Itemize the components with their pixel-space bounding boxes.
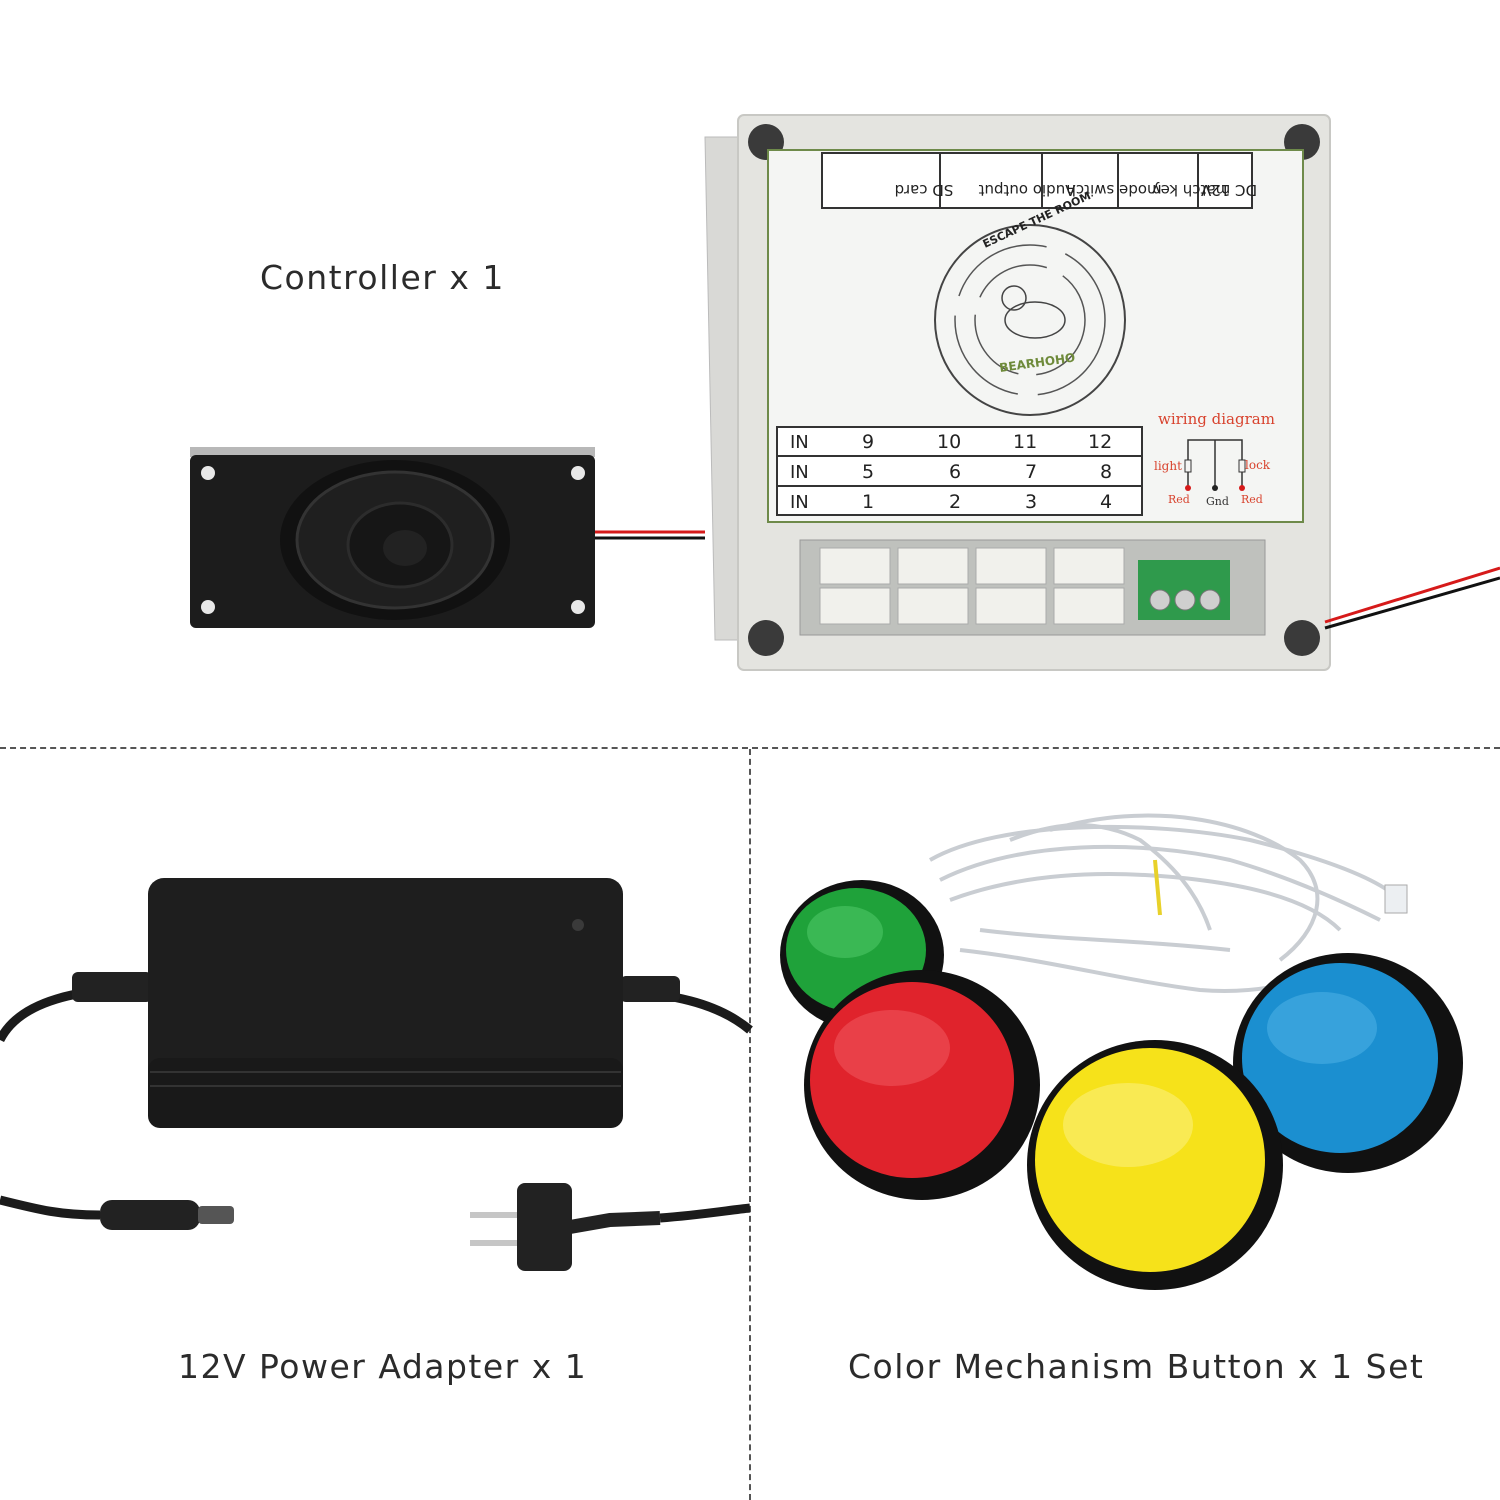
power-adapter-image	[0, 878, 753, 1271]
wiring-red-left: Red	[1168, 493, 1190, 506]
speaker-image	[190, 447, 705, 628]
adapter-caption: 12V Power Adapter x 1	[178, 1347, 588, 1386]
wiring-lock-label: lock	[1245, 458, 1271, 472]
buttons-caption: Color Mechanism Button x 1 Set	[848, 1347, 1425, 1386]
terminal-block	[1138, 560, 1230, 620]
io-cell: 10	[937, 431, 961, 453]
wiring-title: wiring diagram	[1158, 410, 1275, 428]
io-cell: 6	[949, 461, 961, 483]
vertical-divider	[749, 749, 751, 1500]
io-cell: 1	[862, 491, 874, 513]
wiring-gnd: Gnd	[1206, 495, 1229, 508]
io-table: IN 9 10 11 12 IN 5 6 7 8 IN 1 2 3 4	[776, 426, 1143, 516]
connector-row	[819, 547, 1125, 625]
header-mode-switch: mode switch	[1066, 181, 1161, 199]
controller-box: SD card Audio output mode switch match k…	[704, 114, 1500, 671]
arcade-buttons-image	[780, 813, 1463, 1290]
io-cell: 7	[1025, 461, 1037, 483]
header-audio-output: Audio output	[978, 181, 1075, 199]
io-row-label: IN	[790, 432, 809, 453]
io-row-label: IN	[790, 492, 809, 513]
wiring-light-label: light	[1154, 459, 1182, 473]
io-cell: 4	[1100, 491, 1112, 513]
header-sd-card: SD card	[895, 181, 954, 199]
io-cell: 9	[862, 431, 874, 453]
io-cell: 5	[862, 461, 874, 483]
controller-caption: Controller x 1	[260, 258, 505, 297]
horizontal-divider	[0, 747, 1500, 749]
io-cell: 3	[1025, 491, 1037, 513]
io-cell: 8	[1100, 461, 1112, 483]
wiring-red-right: Red	[1241, 493, 1263, 506]
io-cell: 2	[949, 491, 961, 513]
header-match-key: match key	[1152, 181, 1231, 199]
io-cell: 11	[1013, 431, 1037, 453]
io-cell: 12	[1088, 431, 1112, 453]
io-row-label: IN	[790, 462, 809, 483]
wiring-diagram: wiring diagram light lock Red Gnd Red	[1154, 410, 1275, 508]
header-dc-12v: DC 12V	[1200, 181, 1257, 199]
